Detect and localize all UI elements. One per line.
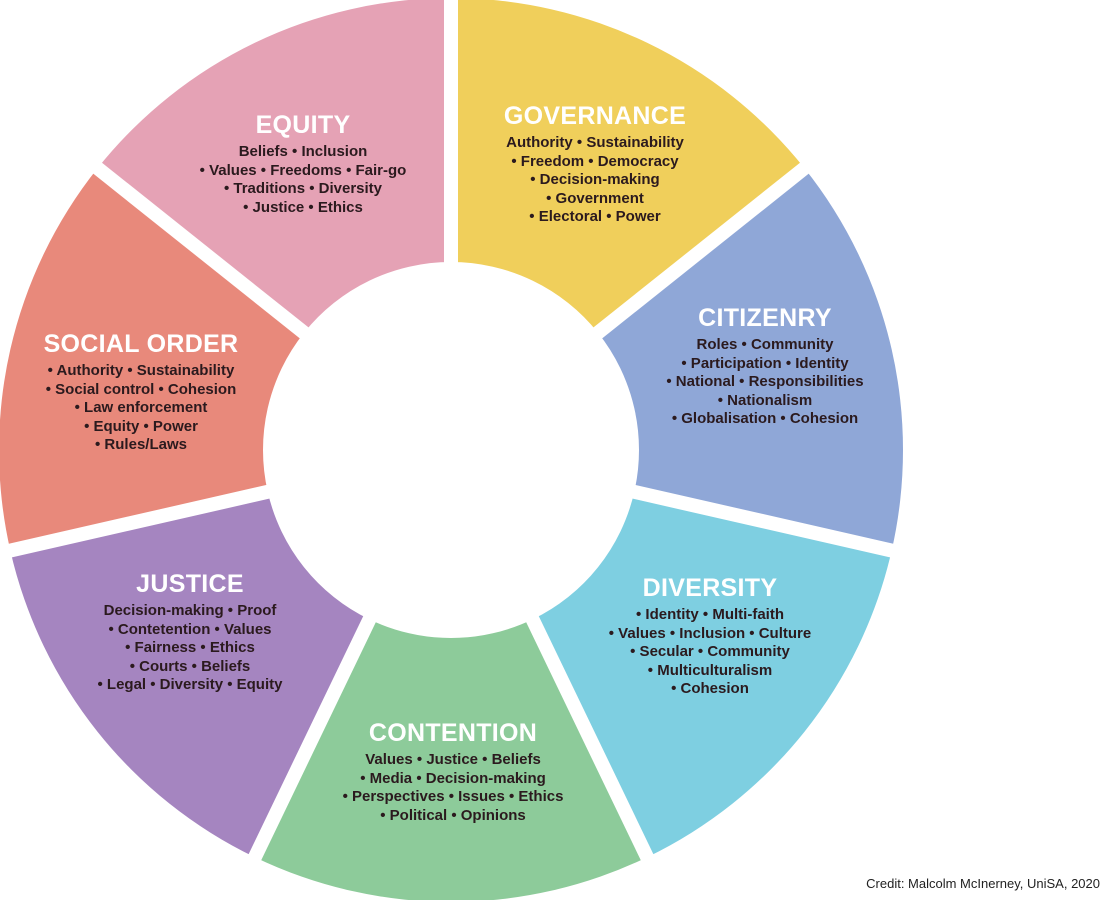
segment-label-contention: CONTENTION Values • Justice • Beliefs • … (303, 718, 603, 825)
segment-item: Values • Justice • Beliefs (365, 751, 541, 768)
segment-divider (627, 483, 899, 559)
segment-item: • Values • Inclusion • Culture (608, 624, 812, 642)
segment-item: • Perspectives • Issues • Ethics (342, 788, 564, 805)
segment-label-governance: GOVERNANCE Authority • Sustainability • … (445, 101, 745, 227)
segment-item: • Law enforcement (74, 399, 208, 416)
segment-label-citizenry: CITIZENRY Roles • Community • Participat… (615, 303, 915, 429)
segment-contention (254, 619, 648, 900)
credit-text: Credit: Malcolm McInerney, UniSA, 2020 (866, 876, 1100, 891)
segment-item: • Courts • Beliefs (129, 657, 251, 675)
segment-title: EQUITY (255, 111, 351, 139)
segment-governance (451, 0, 805, 333)
segment-justice (10, 491, 370, 858)
segment-item: • Electoral • Power (529, 208, 661, 225)
segment-item: • Contetention • Values (108, 620, 272, 638)
segment-item: • Rules/Laws (95, 436, 187, 453)
segment-title: JUSTICE (136, 570, 244, 598)
segment-label-equity: EQUITY Beliefs • Inclusion • Values • Fr… (153, 110, 453, 217)
segment-item: • Multiculturalism (647, 661, 773, 679)
segment-divider (3, 483, 275, 559)
segment-item: Roles • Community (696, 336, 834, 353)
segment-item: • National • Responsibilities (666, 373, 864, 390)
segment-item: • Traditions • Diversity (223, 180, 383, 197)
segment-item: • Authority • Sustainability (47, 362, 235, 379)
segment-title: GOVERNANCE (503, 102, 687, 130)
segment-divider (246, 611, 378, 865)
segment-item: • Equity • Power (84, 417, 198, 435)
segment-item: • Identity • Multi-faith (636, 606, 784, 623)
segment-title: CITIZENRY (698, 304, 832, 332)
segment-label-diversity: DIVERSITY • Identity • Multi-faith • Val… (560, 573, 860, 699)
segment-item: Decision-making • Proof (103, 602, 277, 619)
segment-item: Authority • Sustainability (506, 134, 684, 151)
segment-divider (524, 611, 656, 865)
segment-equity (97, 0, 451, 333)
segment-item: • Freedom • Democracy (511, 152, 679, 170)
segment-item: • Values • Freedoms • Fair-go (199, 161, 407, 179)
segment-item: • Fairness • Ethics (125, 639, 255, 656)
segment-citizenry (597, 168, 903, 551)
segment-title: CONTENTION (368, 719, 538, 747)
segment-social-order (0, 168, 305, 551)
segment-item: • Participation • Identity (681, 354, 849, 372)
segment-item: • Social control • Cohesion (45, 380, 237, 398)
segment-item: • Nationalism (717, 391, 813, 409)
segment-title: DIVERSITY (642, 574, 778, 602)
segment-title: SOCIAL ORDER (43, 330, 239, 358)
segment-item: • Political • Opinions (380, 806, 526, 824)
segment-label-social-order: SOCIAL ORDER • Authority • Sustainabilit… (0, 329, 291, 455)
segment-item: • Media • Decision-making (360, 769, 546, 787)
segment-divider (89, 159, 313, 342)
segment-item: • Government (546, 189, 644, 207)
segment-item: • Justice • Ethics (243, 198, 363, 216)
segment-item: • Cohesion (671, 680, 749, 697)
segment-divider (589, 159, 813, 342)
segment-item: • Globalisation • Cohesion (671, 410, 859, 427)
segment-item: • Decision-making (530, 171, 660, 188)
segment-label-justice: JUSTICE Decision-making • Proof • Contet… (40, 569, 340, 695)
segment-item: • Secular • Community (630, 643, 790, 660)
segment-item: • Legal • Diversity • Equity (97, 676, 283, 693)
segment-diversity (532, 491, 892, 858)
segment-item: Beliefs • Inclusion (238, 143, 368, 160)
